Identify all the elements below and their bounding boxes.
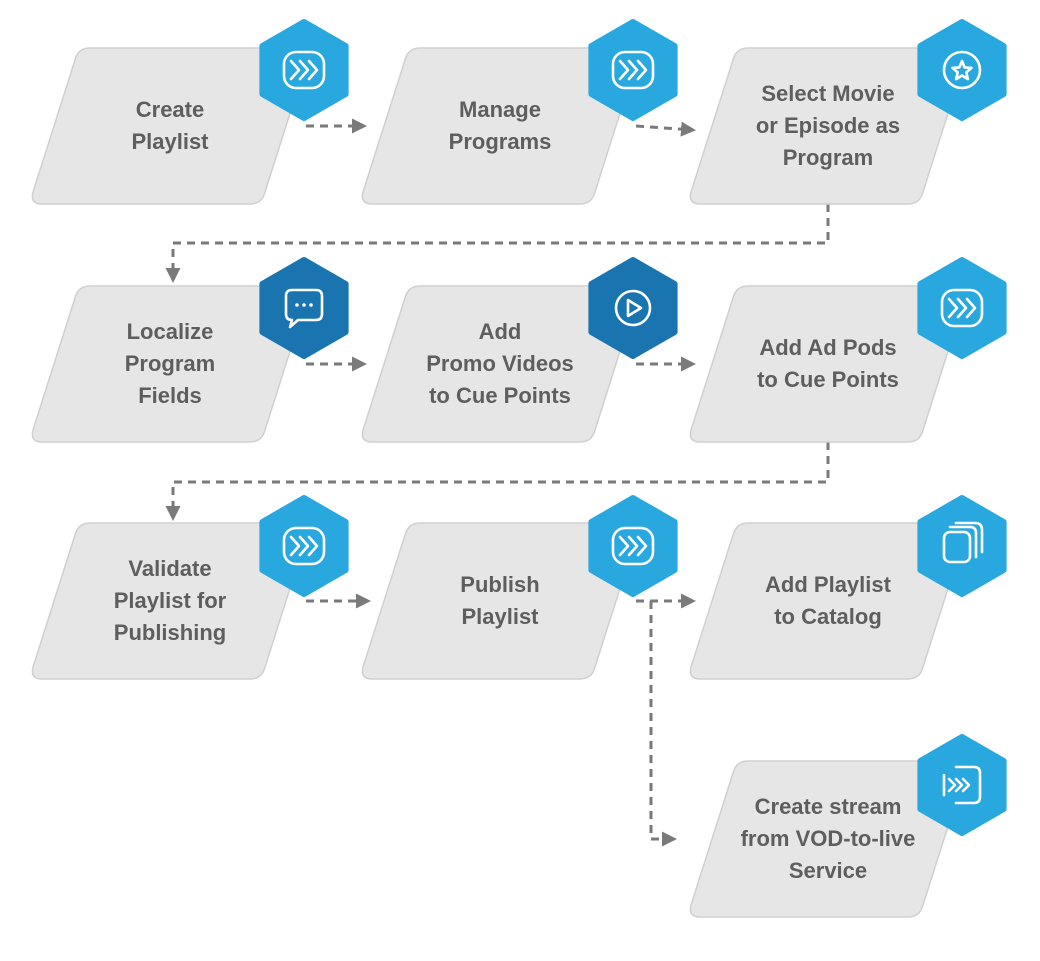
connector-add-ad-pods-to-validate-playlist [165, 442, 830, 521]
badge-hexagon [917, 495, 1007, 597]
badge-hexagon [259, 19, 349, 121]
badges-layer [259, 19, 1007, 836]
badge-hexagon [917, 257, 1007, 359]
step-label-publish-playlist: Publish Playlist [460, 572, 540, 629]
step-label-manage-programs: Manage Programs [448, 97, 552, 154]
connector-select-movie-or-episode-to-localize-program-fields [165, 204, 830, 283]
step-badge-publish-playlist [588, 495, 678, 597]
chevrons-right-icon [611, 50, 655, 90]
chevrons-right-icon [611, 526, 655, 566]
badge-hexagon [588, 19, 678, 121]
steps-layer [31, 47, 967, 918]
step-badge-validate-playlist [259, 495, 349, 597]
chevrons-right-icon [940, 288, 984, 328]
step-badge-localize-program-fields [259, 257, 349, 359]
chevrons-right-icon [282, 526, 326, 566]
badge-hexagon [917, 19, 1007, 121]
badge-hexagon [259, 257, 349, 359]
step-label-add-playlist-to-catalog: Add Playlist to Catalog [765, 572, 891, 629]
step-badge-add-playlist-to-catalog [917, 495, 1007, 597]
chat-bubble-icon [284, 288, 324, 329]
step-badge-manage-programs [588, 19, 678, 121]
step-badge-create-stream-vod-to-live [917, 734, 1007, 836]
step-badge-add-ad-pods [917, 257, 1007, 359]
play-icon [614, 289, 652, 327]
star-icon [942, 50, 982, 90]
step-label-add-promo-videos: Add Promo Videos to Cue Points [426, 319, 574, 408]
badge-hexagon [259, 495, 349, 597]
chevrons-right-icon [282, 50, 326, 90]
stream-chevrons-icon [942, 765, 982, 805]
step-label-add-ad-pods: Add Ad Pods to Cue Points [757, 335, 899, 392]
badge-hexagon [588, 495, 678, 597]
connector-manage-programs-to-select-movie-or-episode [635, 121, 696, 137]
step-label-create-stream-vod-to-live: Create stream from VOD-to-live Service [740, 794, 916, 883]
stacked-cards-icon [942, 521, 984, 564]
step-label-localize-program-fields: Localize Program Fields [124, 319, 216, 408]
step-badge-select-movie-or-episode [917, 19, 1007, 121]
step-label-validate-playlist: Validate Playlist for Publishing [113, 556, 227, 645]
step-label-select-movie-or-episode: Select Movie or Episode as Program [755, 81, 901, 170]
step-label-create-playlist: Create Playlist [131, 97, 209, 154]
connector-publish-playlist-to-create-stream-vod-to-live [649, 601, 677, 847]
step-badge-create-playlist [259, 19, 349, 121]
connectors-layer [165, 118, 830, 847]
step-badge-add-promo-videos [588, 257, 678, 359]
badge-hexagon [588, 257, 678, 359]
